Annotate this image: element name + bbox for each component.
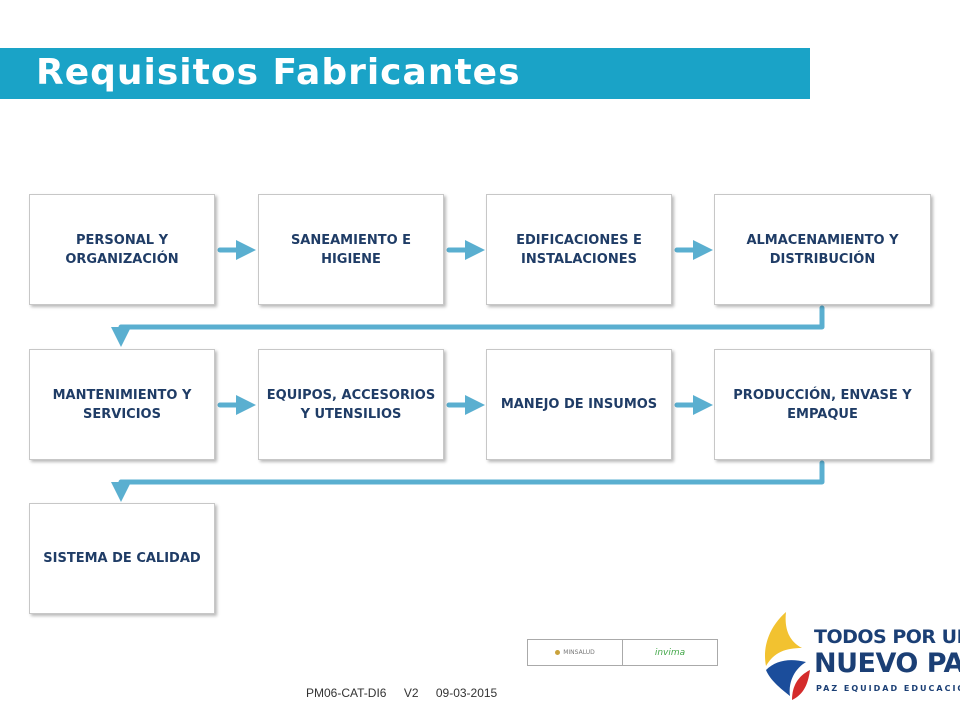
page-title: Requisitos Fabricantes: [36, 52, 521, 93]
gov-slogan-line2: NUEVO PAÍS: [814, 648, 960, 679]
gov-slogan-line1: TODOS POR UN: [814, 626, 960, 648]
step-label: SISTEMA DE CALIDAD: [43, 551, 201, 566]
document-code: PM06-CAT-DI6 V2 09-03-2015: [306, 686, 497, 700]
seal-icon: [555, 650, 561, 655]
colombia-swoosh-icon: [764, 612, 810, 700]
invima-logo: invima: [654, 647, 686, 658]
step-label: PRODUCCIÓN, ENVASE Y EMPAQUE: [733, 387, 912, 422]
gov-logo: TODOS POR UN NUEVO PAÍS PAZ EQUIDAD EDUC…: [752, 608, 960, 708]
step-box-almacenamiento: ALMACENAMIENTO Y DISTRIBUCIÓN: [714, 194, 931, 305]
step-label: PERSONAL Y ORGANIZACIÓN: [65, 232, 179, 267]
step-label: ALMACENAMIENTO Y DISTRIBUCIÓN: [746, 232, 899, 267]
step-box-edificaciones: EDIFICACIONES E INSTALACIONES: [486, 194, 672, 305]
doc-date: 09-03-2015: [435, 686, 498, 700]
step-box-manejo: MANEJO DE INSUMOS: [486, 349, 672, 460]
step-box-personal: PERSONAL Y ORGANIZACIÓN: [29, 194, 215, 305]
step-label: SANEAMIENTO E HIGIENE: [290, 232, 412, 267]
step-box-produccion: PRODUCCIÓN, ENVASE Y EMPAQUE: [714, 349, 931, 460]
step-label: EQUIPOS, ACCESORIOS Y UTENSILIOS: [266, 387, 436, 422]
step-box-saneamiento: SANEAMIENTO E HIGIENE: [258, 194, 444, 305]
gov-slogan-line3: PAZ EQUIDAD EDUCACIÓN: [816, 684, 960, 693]
step-box-equipos: EQUIPOS, ACCESORIOS Y UTENSILIOS: [258, 349, 444, 460]
doc-code: PM06-CAT-DI6: [306, 686, 387, 700]
title-bar: Requisitos Fabricantes: [0, 48, 810, 99]
partner-logos: MINSALUD invima: [527, 639, 718, 666]
step-box-calidad: SISTEMA DE CALIDAD: [29, 503, 215, 614]
doc-version: V2: [403, 686, 419, 700]
step-label: MANTENIMIENTO Y SERVICIOS: [52, 387, 192, 422]
step-label: EDIFICACIONES E INSTALACIONES: [516, 232, 642, 267]
arrow-8-9: [111, 460, 825, 502]
minsalud-logo: MINSALUD: [528, 640, 623, 665]
step-label: MANEJO DE INSUMOS: [500, 397, 658, 412]
step-box-mantenimiento: MANTENIMIENTO Y SERVICIOS: [29, 349, 215, 460]
arrow-4-5: [111, 305, 825, 347]
